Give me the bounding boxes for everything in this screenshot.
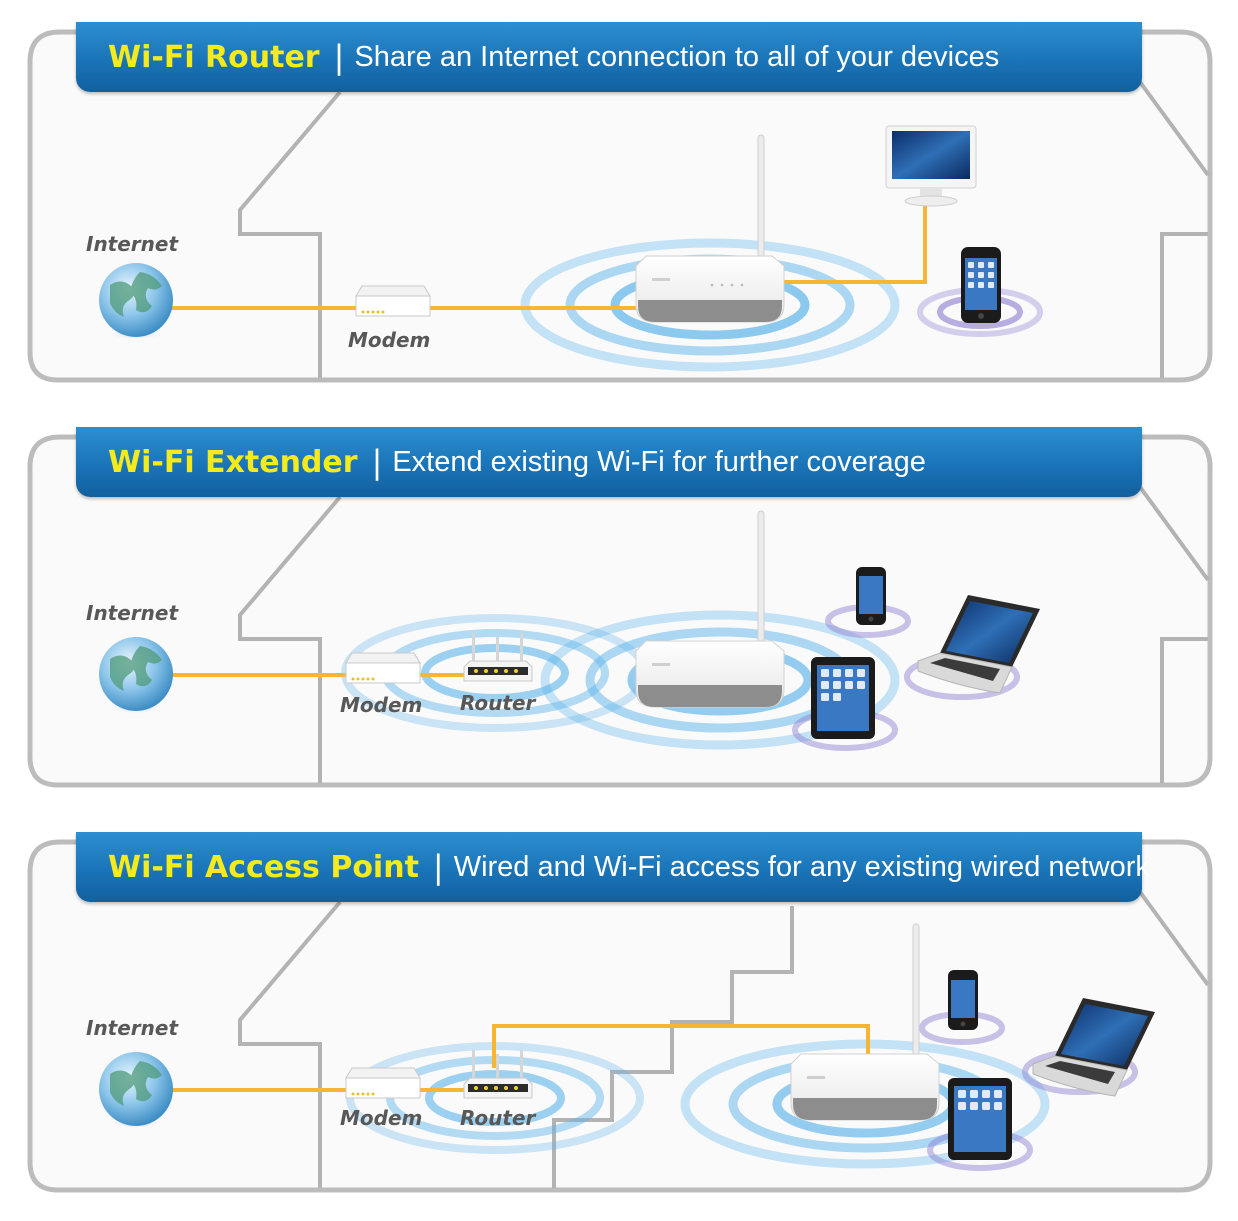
- wall-line: [1138, 890, 1210, 987]
- panel-1-illustration: [27, 29, 1213, 383]
- panel-wifi-extender: Wi-Fi Extender | Extend existing Wi-Fi f…: [0, 405, 1238, 805]
- router-label: Router: [460, 1106, 536, 1130]
- router-icon: [463, 633, 533, 682]
- wall-line: [238, 495, 342, 783]
- modem-icon: [345, 1067, 421, 1099]
- title-separator: |: [333, 38, 345, 76]
- tablet-icon: [948, 1078, 1012, 1160]
- panel-frame: [27, 29, 1213, 383]
- globe-icon: [99, 1052, 173, 1129]
- monitor-icon: [885, 125, 977, 207]
- panel-2-illustration: [27, 434, 1213, 788]
- globe-icon: [99, 637, 173, 714]
- mode-subtitle: Extend existing Wi-Fi for further covera…: [392, 445, 926, 478]
- mode-title: Wi-Fi Router: [108, 39, 320, 75]
- mode-title: Wi-Fi Access Point: [108, 849, 419, 885]
- banner: Wi-Fi Router | Share an Internet connect…: [76, 22, 1142, 92]
- title-separator: |: [432, 848, 444, 886]
- panel-3-illustration: [27, 839, 1213, 1193]
- globe-icon: [99, 263, 173, 340]
- panel-frame: [27, 434, 1213, 788]
- tablet-icon: [811, 657, 875, 739]
- access-point-icon: [790, 923, 940, 1121]
- smartphone-icon: [961, 247, 1001, 323]
- modem-label: Modem: [340, 693, 423, 717]
- panel-wifi-router: Wi-Fi Router | Share an Internet connect…: [0, 0, 1238, 400]
- modem-label: Modem: [340, 1106, 423, 1130]
- router-icon: [463, 1050, 533, 1099]
- wall-line: [1138, 485, 1210, 582]
- smartphone-icon: [856, 567, 886, 625]
- cable: [780, 205, 927, 284]
- cable: [492, 1024, 870, 1068]
- access-point-icon: [635, 134, 785, 323]
- laptop-icon: [917, 595, 1040, 694]
- staircase-line: [552, 906, 794, 1188]
- router-label: Router: [460, 691, 536, 715]
- modem-icon: [345, 652, 421, 684]
- mode-subtitle: Share an Internet connection to all of y…: [354, 40, 1000, 73]
- wall-line: [1138, 80, 1210, 177]
- modem-icon: [355, 285, 431, 317]
- wall-line: [1160, 637, 1208, 783]
- internet-label: Internet: [86, 232, 179, 256]
- laptop-icon: [1032, 998, 1155, 1097]
- wall-line: [1160, 232, 1208, 378]
- banner: Wi-Fi Access Point | Wired and Wi-Fi acc…: [76, 832, 1150, 902]
- wall-line: [238, 90, 342, 378]
- mode-subtitle: Wired and Wi-Fi access for any existing …: [453, 850, 1150, 883]
- panel-wifi-access-point: Wi-Fi Access Point | Wired and Wi-Fi acc…: [0, 810, 1238, 1210]
- access-point-icon: [635, 510, 785, 708]
- internet-label: Internet: [86, 601, 179, 625]
- internet-label: Internet: [86, 1016, 179, 1040]
- title-separator: |: [371, 443, 383, 481]
- smartphone-icon: [948, 970, 978, 1030]
- mode-title: Wi-Fi Extender: [108, 444, 358, 480]
- banner: Wi-Fi Extender | Extend existing Wi-Fi f…: [76, 427, 1142, 497]
- modem-label: Modem: [348, 328, 431, 352]
